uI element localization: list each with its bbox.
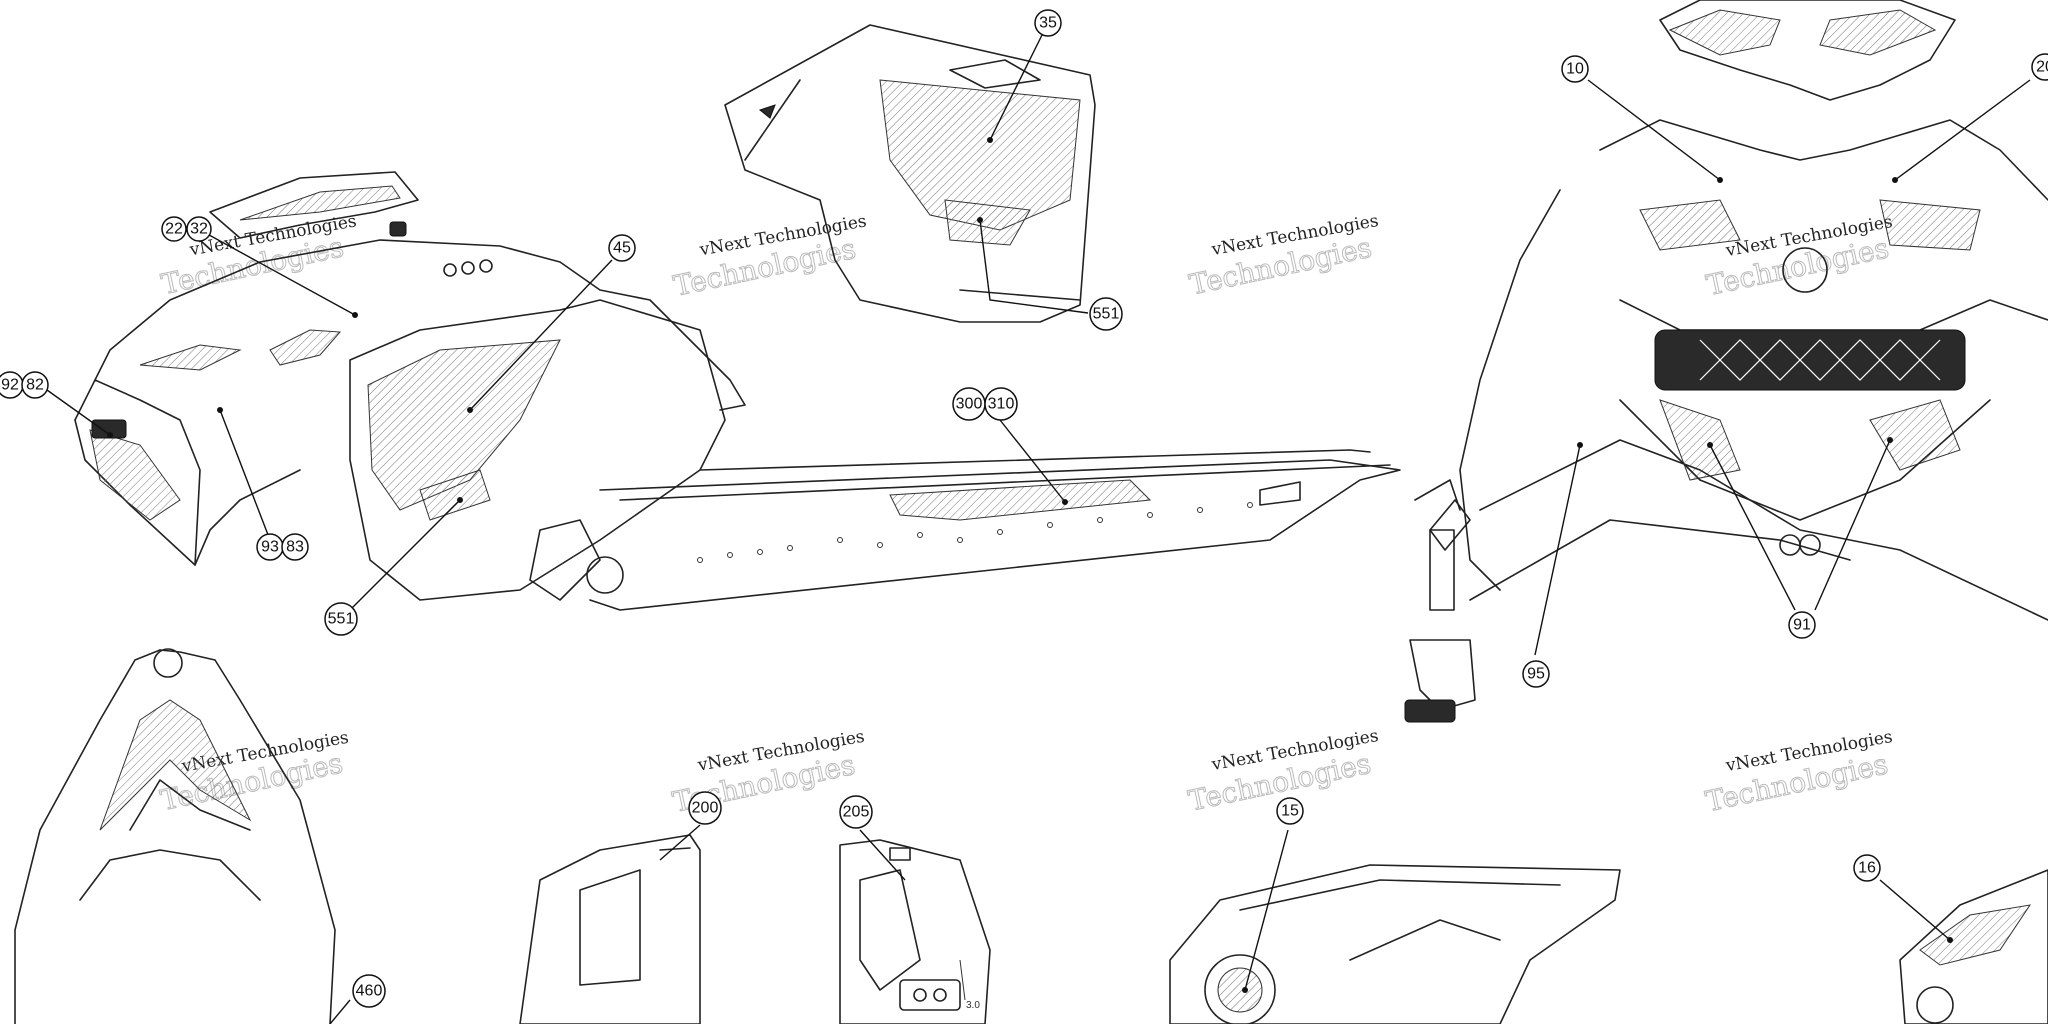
callout-82: 82 xyxy=(21,371,49,399)
callout-22: 22 xyxy=(161,216,187,242)
svg-text:45: 45 xyxy=(613,240,631,257)
callout-45: 45 xyxy=(608,234,636,262)
callout-15: 15 xyxy=(1276,797,1304,825)
callout-93: 93 xyxy=(256,533,284,561)
callout-205: 205 xyxy=(839,795,873,829)
svg-text:83: 83 xyxy=(286,539,304,556)
svg-text:460: 460 xyxy=(356,983,383,1000)
panel-205: 3.0 xyxy=(839,839,991,1024)
watermark-8: Technologies vNext Technologies xyxy=(1702,727,1894,819)
front-view xyxy=(1404,0,2048,723)
callout-91: 91 xyxy=(1788,611,1816,639)
dimension-label: 3.0 xyxy=(966,1000,980,1011)
watermark-3: Technologies vNext Technologies xyxy=(1186,211,1380,302)
callout-551-top: 551 xyxy=(1089,297,1123,331)
callout-200: 200 xyxy=(688,791,722,825)
svg-text:35: 35 xyxy=(1039,15,1057,32)
svg-text:205: 205 xyxy=(843,804,870,821)
hood-side-15 xyxy=(1169,864,1621,1024)
callout-300: 300 xyxy=(952,387,986,421)
top-view xyxy=(14,648,336,1024)
svg-text:82: 82 xyxy=(26,377,44,394)
callout-95: 95 xyxy=(1522,660,1550,688)
svg-text:300: 300 xyxy=(956,396,983,413)
callout-551-side: 551 xyxy=(324,602,358,636)
svg-text:551: 551 xyxy=(1093,306,1120,323)
svg-text:10: 10 xyxy=(1566,61,1584,78)
svg-text:551: 551 xyxy=(328,611,355,628)
svg-text:32: 32 xyxy=(190,221,208,238)
svg-text:15: 15 xyxy=(1281,803,1299,820)
side-view-body xyxy=(74,171,1401,611)
panel-200 xyxy=(519,834,701,1024)
svg-text:310: 310 xyxy=(988,396,1015,413)
svg-text:200: 200 xyxy=(692,800,719,817)
callout-16: 16 xyxy=(1853,854,1881,882)
callout-460: 460 xyxy=(352,974,386,1008)
svg-text:95: 95 xyxy=(1527,666,1545,683)
callout-310: 310 xyxy=(984,387,1018,421)
callout-20: 20 xyxy=(2031,53,2048,81)
callout-92: 92 xyxy=(0,371,24,399)
svg-text:20: 20 xyxy=(2036,59,2048,76)
callout-83: 83 xyxy=(281,533,309,561)
callout-10: 10 xyxy=(1561,55,1589,83)
watermark-2: Technologies vNext Technologies xyxy=(670,211,868,303)
svg-text:91: 91 xyxy=(1793,617,1811,634)
panel-16 xyxy=(1899,869,2048,1024)
callout-35: 35 xyxy=(1034,9,1062,37)
leader-lines xyxy=(39,34,2031,1024)
svg-text:16: 16 xyxy=(1858,860,1876,877)
svg-text:22: 22 xyxy=(165,221,183,238)
svg-text:93: 93 xyxy=(261,539,279,556)
svg-text:92: 92 xyxy=(1,377,19,394)
side-panel-detail xyxy=(724,24,1096,323)
callout-32: 32 xyxy=(186,216,212,242)
